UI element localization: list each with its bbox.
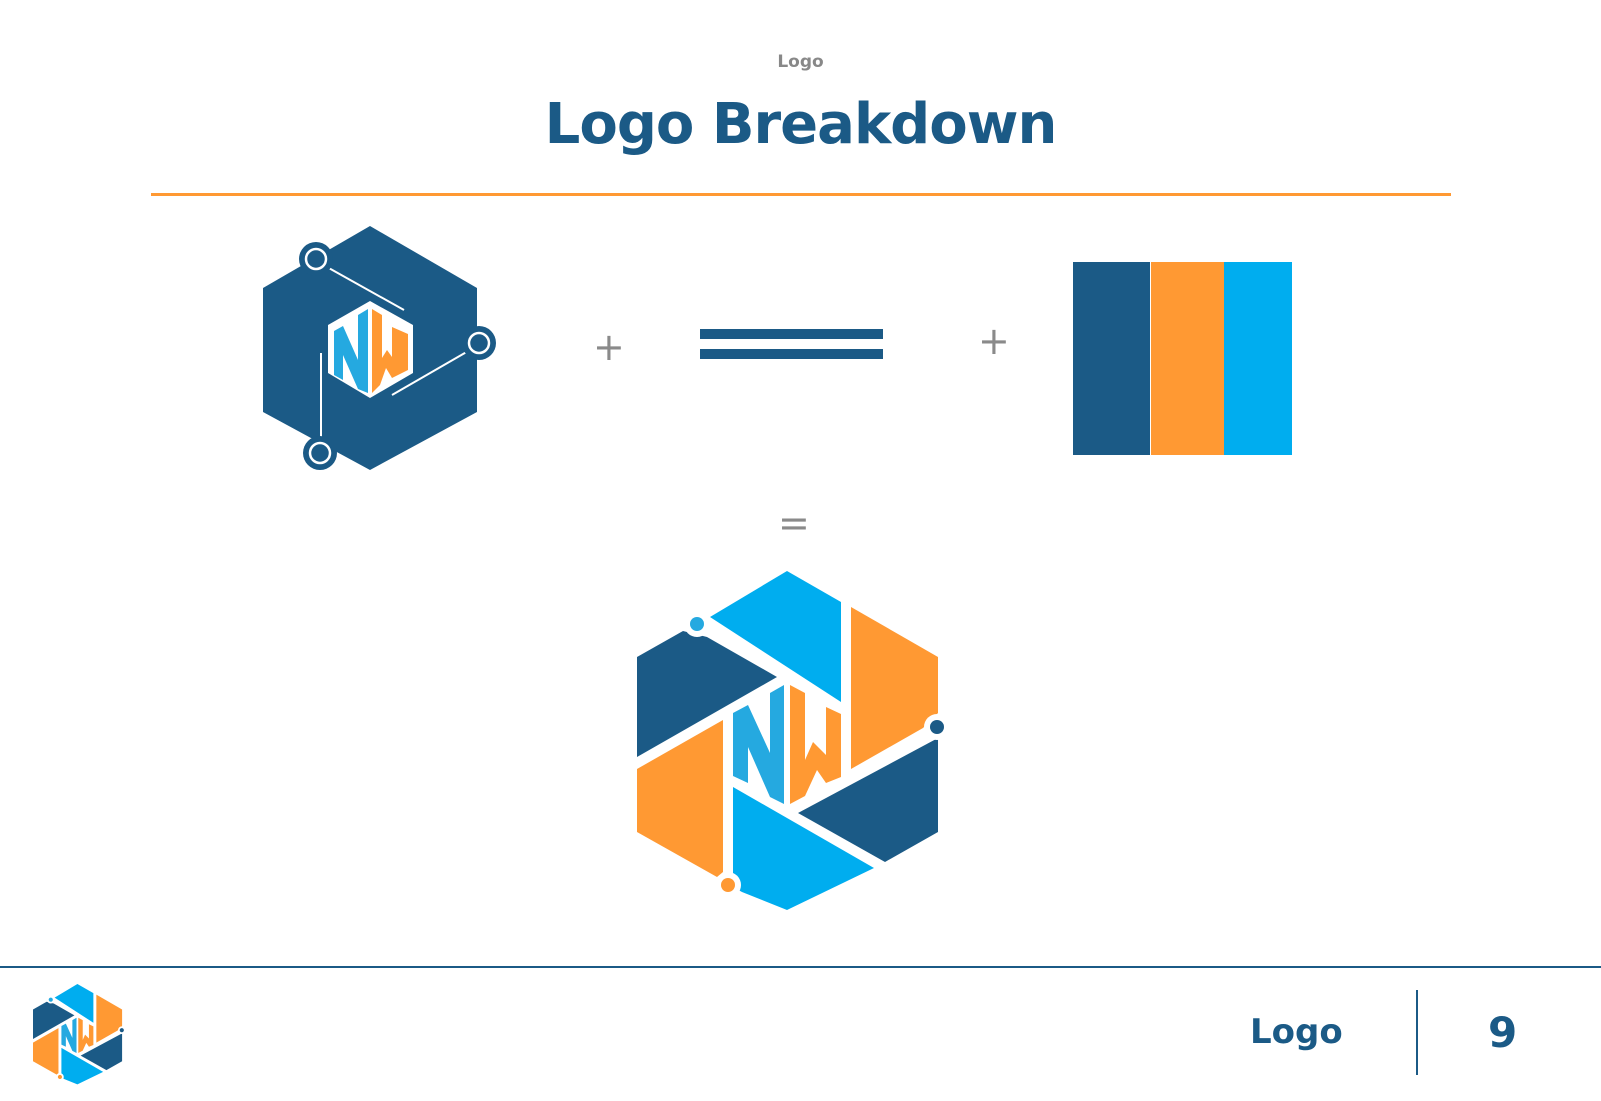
swatch-dark-blue [1073,262,1150,455]
section-kicker: Logo [777,52,824,72]
footer-section-label: Logo [1250,1012,1343,1052]
equals-sign: = [778,501,810,545]
swatch-light-blue [1224,262,1292,455]
plus-sign-2: + [978,319,1010,363]
footer-vertical-divider [1416,990,1418,1075]
line-element-icon [700,329,883,359]
final-logo-icon [637,571,950,910]
page-title: Logo Breakdown [544,92,1058,157]
swatch-orange [1151,262,1224,455]
logo-symbol-icon [263,226,496,470]
footer-divider [0,966,1601,968]
footer-logo-icon [33,984,126,1085]
color-palette [1073,262,1292,455]
title-divider [151,193,1451,196]
plus-sign-1: + [593,325,625,369]
page-number: 9 [1488,1008,1518,1057]
